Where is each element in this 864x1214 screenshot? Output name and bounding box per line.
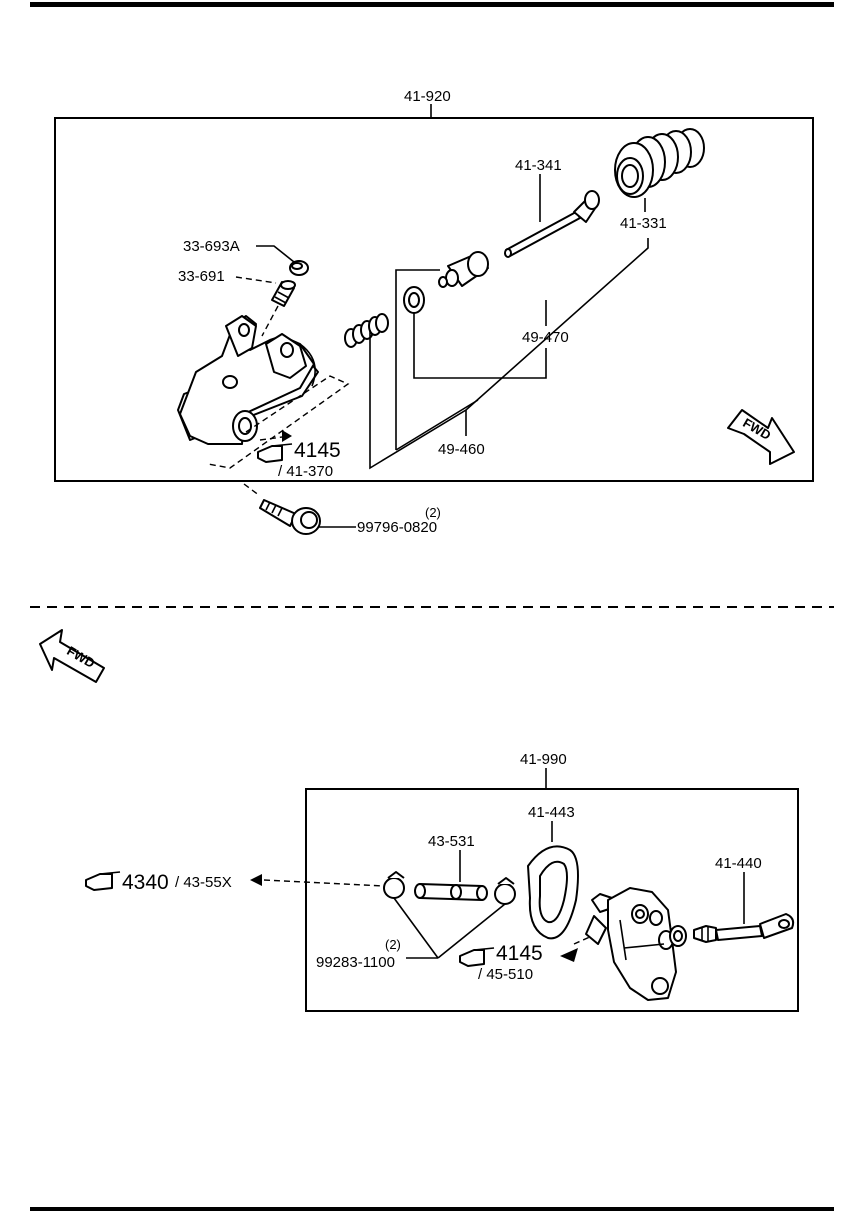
cup-seal-icon xyxy=(403,286,425,314)
lower-assembly-label: 41-990 xyxy=(520,751,567,768)
slave-cylinder-icon xyxy=(177,315,319,445)
clamp-left-icon xyxy=(383,871,405,899)
upper-fwd-arrow-icon: FWD xyxy=(727,409,795,465)
master-push-rod-icon xyxy=(693,913,795,943)
bolt-label: 99796-0820 xyxy=(357,519,437,536)
lower-assembly-box xyxy=(305,788,799,1012)
upper-part-label-2: 33-691 xyxy=(178,268,225,285)
clamp-label: 99283-1100 xyxy=(316,954,395,971)
upper-part-label-6: 49-460 xyxy=(438,441,485,458)
upper-section: 41-920 33-693A 33-691 xyxy=(54,88,814,536)
bolt-icon xyxy=(259,499,321,535)
bolt-qty: (2) xyxy=(425,505,441,520)
arrow-icon xyxy=(282,430,292,442)
lower-ref2-code: 4145 xyxy=(496,942,543,965)
lower-fwd-arrow-icon: FWD xyxy=(39,629,105,683)
lower-ref1-sub: / 43-55X xyxy=(175,874,232,891)
reservoir-cap-icon xyxy=(669,925,687,947)
upper-assembly-box xyxy=(54,117,814,482)
upper-ref-code: 4145 xyxy=(294,439,341,462)
spring-icon xyxy=(344,313,389,348)
lower-ref2-sub: / 45-510 xyxy=(478,966,533,983)
gasket-icon xyxy=(527,845,579,940)
arrow-icon-3 xyxy=(560,948,578,962)
arrow-icon-2 xyxy=(250,874,262,886)
clamp-qty: (2) xyxy=(385,937,401,952)
ref-hand-icon-3 xyxy=(459,947,495,967)
upper-part-label-1: 33-693A xyxy=(183,238,240,255)
lower-part-label-3: 41-440 xyxy=(715,855,762,872)
hose-icon xyxy=(414,883,488,901)
upper-part-label-5: 49-470 xyxy=(522,329,569,346)
lower-part-label-1: 41-443 xyxy=(528,804,575,821)
lower-section: FWD 41-990 41-443 43-531 xyxy=(39,629,799,1012)
ref-hand-icon-2 xyxy=(85,871,121,891)
upper-assembly-label: 41-920 xyxy=(404,88,451,105)
upper-part-label-3: 41-341 xyxy=(515,157,562,174)
lower-part-label-2: 43-531 xyxy=(428,833,475,850)
ref-hand-icon xyxy=(257,443,293,463)
master-cylinder-icon xyxy=(585,887,677,1001)
top-rule xyxy=(30,2,834,7)
piston-icon xyxy=(438,251,489,288)
dust-boot-icon xyxy=(614,128,705,198)
clamp-right-icon xyxy=(494,877,516,905)
upper-part-label-4: 41-331 xyxy=(620,215,667,232)
bleeder-screw-icon xyxy=(271,280,296,307)
push-rod-icon xyxy=(504,190,600,258)
bleeder-cap-icon xyxy=(289,260,309,276)
upper-ref-sub: / 41-370 xyxy=(278,463,333,480)
bottom-rule xyxy=(30,1207,834,1211)
lower-ref1-code: 4340 xyxy=(122,871,169,894)
